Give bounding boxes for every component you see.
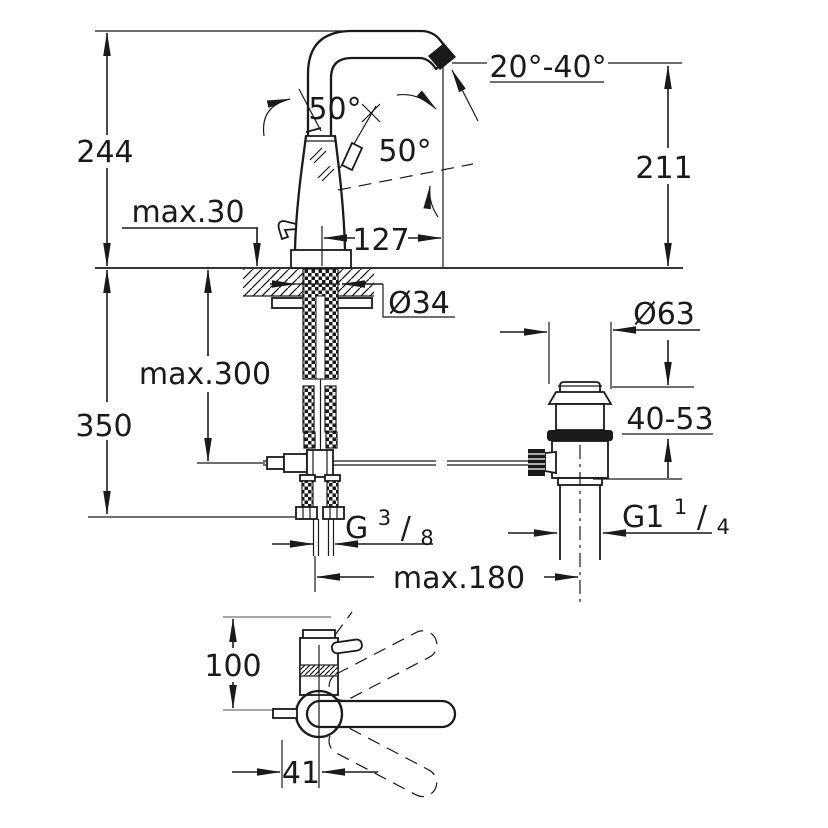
body-left-edge bbox=[293, 134, 308, 252]
g38-slash: / bbox=[401, 511, 412, 546]
lever-knob-tilted bbox=[340, 141, 364, 172]
dim-244-label: 244 bbox=[76, 135, 133, 170]
lever-arc-arrow bbox=[423, 185, 439, 218]
g38-g: G bbox=[345, 511, 368, 546]
dim-41: 41 bbox=[232, 740, 378, 791]
g114-den: 4 bbox=[716, 515, 729, 539]
dim-g38-label: G 3 / 8 bbox=[345, 498, 434, 550]
body-break-marks bbox=[309, 147, 335, 182]
bottom-view bbox=[223, 611, 457, 798]
dim-max300-label: max.300 bbox=[139, 357, 271, 392]
dim-127: 127 bbox=[323, 66, 444, 268]
dim-244: 244 bbox=[76, 32, 134, 267]
hose-tail-left bbox=[301, 480, 314, 508]
dim-2040: 20°-40° bbox=[451, 50, 682, 122]
dim-350: 350 bbox=[75, 269, 133, 515]
dim-max30-label: max.30 bbox=[131, 195, 244, 230]
g38-num: 3 bbox=[378, 506, 391, 530]
g114-slash: / bbox=[697, 500, 708, 535]
hose-flange-left bbox=[299, 474, 316, 482]
bv-handle-dashed-down bbox=[328, 726, 438, 798]
dim-100: 100 bbox=[204, 618, 262, 709]
dim-211: 211 bbox=[635, 65, 693, 267]
spout-aerator bbox=[428, 43, 456, 70]
valve-flange-cone bbox=[547, 391, 613, 405]
g38-den: 8 bbox=[420, 526, 433, 550]
union-nut-right bbox=[322, 506, 345, 520]
bv-handle-dashed-up bbox=[328, 630, 438, 701]
swivel-axis-line bbox=[298, 88, 322, 132]
dim-4053-label: 40-53 bbox=[626, 402, 713, 437]
dim-max30: max.30 bbox=[122, 195, 261, 267]
bv-wall-stub bbox=[272, 708, 298, 719]
valve-neck bbox=[555, 403, 605, 431]
dimensions: 244 max.30 50° 50° 20°-40° 211 bbox=[75, 32, 730, 791]
dim-211-label: 211 bbox=[635, 151, 692, 186]
dim-g114-label: G1 1 / 4 bbox=[622, 487, 730, 539]
body-right-edge bbox=[333, 134, 347, 252]
rod-stub bbox=[544, 451, 557, 475]
dim-max180-label: max.180 bbox=[393, 561, 525, 596]
supply-hose-tails bbox=[295, 474, 345, 556]
g114-num: 1 bbox=[674, 495, 687, 519]
rod-coupler bbox=[283, 453, 308, 473]
dim-g114: G1 1 / 4 bbox=[508, 487, 730, 539]
dim-o63-label: Ø63 bbox=[633, 297, 695, 332]
dim-4053: 40-53 bbox=[593, 340, 714, 480]
valve-seal bbox=[547, 430, 613, 441]
pop-up-rod-assembly bbox=[263, 449, 530, 478]
spout-tilt-arc-arrow bbox=[396, 90, 437, 110]
dim-127-label: 127 bbox=[352, 223, 409, 258]
dim-g38: G 3 / 8 bbox=[272, 498, 434, 550]
dim-50-lever-label: 50° bbox=[378, 134, 431, 169]
rod-end-cap bbox=[266, 456, 285, 470]
shank-center-slot bbox=[315, 295, 326, 380]
waste-valve bbox=[528, 381, 613, 602]
dim-2040-label: 20°-40° bbox=[489, 50, 606, 85]
knob-knurling bbox=[528, 453, 545, 470]
hose-end-left bbox=[303, 431, 316, 449]
lever-dashed-position bbox=[337, 163, 474, 191]
dim-max300: max.300 bbox=[139, 269, 271, 462]
dim-o63: Ø63 bbox=[500, 297, 700, 389]
supply-shank bbox=[271, 268, 373, 450]
dim-100-label: 100 bbox=[204, 649, 261, 684]
swivel-tick bbox=[305, 127, 322, 133]
bv-dashed-lever-up bbox=[334, 611, 353, 636]
valve-dome bbox=[559, 381, 601, 392]
swivel-arc-arrow bbox=[262, 98, 291, 137]
hose-flange-right bbox=[324, 474, 341, 482]
dim-350-label: 350 bbox=[75, 409, 132, 444]
hose-left bbox=[302, 385, 315, 433]
bv-lever-knob bbox=[331, 638, 363, 655]
hose-tail-right bbox=[326, 480, 339, 508]
popup-lever-hook bbox=[277, 220, 297, 241]
knurled-knob bbox=[528, 449, 545, 476]
dim-max180: max.180 bbox=[314, 556, 579, 596]
dim-50-swivel-label: 50° bbox=[308, 92, 361, 127]
tee-connector bbox=[306, 449, 334, 478]
dim-41-label: 41 bbox=[282, 756, 320, 791]
base-escutcheon bbox=[290, 249, 352, 269]
g114-g: G1 bbox=[622, 500, 664, 535]
dim-o34-label: Ø34 bbox=[388, 286, 450, 321]
hose-end-right bbox=[325, 431, 338, 449]
union-nut-left bbox=[295, 506, 318, 520]
dim-o34: Ø34 bbox=[270, 280, 455, 321]
bv-handle bbox=[305, 699, 457, 729]
hose-right bbox=[324, 385, 337, 433]
